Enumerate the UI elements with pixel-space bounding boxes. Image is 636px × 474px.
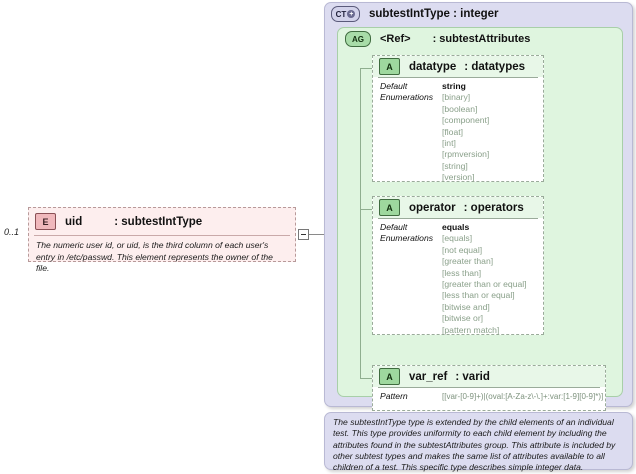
enum-value: [component] [442,115,490,126]
collapse-toggle-icon[interactable] [298,229,309,240]
facet-label-enumerations: Enumerations [380,233,434,244]
attribute-divider [378,218,538,219]
attribute-badge-icon: A [379,199,400,216]
enum-value: [string] [442,160,468,171]
complex-type-title: subtestIntType : integer [369,8,499,20]
attribute-type: : operators [463,201,524,214]
attribute-group-badge-icon: AG [345,31,371,47]
element-badge-icon: E [35,213,56,230]
element-divider [34,235,290,236]
element-documentation: The numeric user id, or uid, is the thir… [36,240,273,273]
enum-value: [binary] [442,92,471,103]
attribute-box-operator[interactable]: A operator : operators Default Enumerati… [372,196,544,335]
tree-branch-datatype [360,68,372,69]
facet-default-value: string [442,81,466,91]
enum-value: [greater than or equal] [442,279,527,290]
facet-values: string [binary] [boolean] [component] [f… [442,81,489,184]
facet-pattern-value: [[var-[0-9]+)|(oval:[A-Za-z\-\.]+:var:[1… [442,392,604,401]
element-type: : subtestIntType [114,215,203,228]
annotation-text: The subtestIntType type is extended by t… [333,417,616,473]
complex-type-badge-icon[interactable]: CT + [331,6,360,22]
attribute-header-var-ref: A var_ref : varid [373,366,605,387]
attribute-box-var-ref[interactable]: A var_ref : varid Pattern [[var-[0-9]+)|… [372,365,606,411]
enum-value: [version] [442,172,475,183]
attribute-name: datatype [409,60,457,73]
enum-value: [int] [442,138,456,149]
ct-label: CT [335,9,347,19]
enum-value: [equals] [442,233,473,244]
enum-value: [rpmversion] [442,149,490,160]
attribute-facets-operator: Default Enumerations equals [equals] [no… [373,219,543,340]
enum-value: [less than or equal] [442,290,515,301]
attribute-group-container: AG <Ref> : subtestAttributes A datatype … [337,27,623,411]
enum-value: [bitwise and] [442,301,490,312]
attribute-divider [378,77,538,78]
attribute-facets-datatype: Default Enumerations string [binary] [bo… [373,78,543,188]
facet-label-enumerations: Enumerations [380,92,434,103]
attribute-group-header: AG <Ref> : subtestAttributes [338,28,622,50]
attribute-badge-icon: A [379,368,400,385]
tree-trunk-line [360,68,361,378]
enum-value: [bitwise or] [442,313,484,324]
attribute-divider [378,387,600,388]
cardinality-label: 0..1 [4,227,20,237]
enum-value: [boolean] [442,103,478,114]
attribute-type: : varid [455,370,490,383]
enum-value: [greater than] [442,256,494,267]
element-header: E uid : subtestIntType [29,208,295,235]
complex-type-header: CT + subtestIntType : integer [325,3,632,25]
attribute-group-type: : subtestAttributes [432,33,531,45]
facet-labels: Default Enumerations [380,81,442,184]
complex-type-container: CT + subtestIntType : integer AG <Ref> :… [324,2,633,411]
enum-value: [pattern match] [442,324,500,335]
attribute-type: : datatypes [464,60,526,73]
enum-value: [float] [442,126,464,137]
element-name: uid [65,215,83,228]
connector-line [309,234,325,235]
facet-label-pattern: Pattern [380,391,408,401]
attribute-name: operator [409,201,456,214]
attribute-box-datatype[interactable]: A datatype : datatypes Default Enumerati… [372,55,544,182]
attribute-badge-icon: A [379,58,400,75]
facet-values: equals [equals] [not equal] [greater tha… [442,222,527,336]
annotation-box: The subtestIntType type is extended by t… [324,412,633,473]
enum-value: [not equal] [442,244,483,255]
attribute-header-datatype: A datatype : datatypes [373,56,543,77]
tree-branch-operator [360,209,372,210]
enum-value: [less than] [442,267,482,278]
facet-label-default: Default [380,81,408,91]
element-box-uid[interactable]: E uid : subtestIntType The numeric user … [28,207,296,273]
attribute-name: var_ref [409,370,448,383]
attribute-header-operator: A operator : operators [373,197,543,218]
facet-default-value: equals [442,222,470,232]
facet-labels: Default Enumerations [380,222,442,336]
tree-branch-varref [360,378,372,379]
attribute-group-ref: <Ref> [380,33,411,45]
facet-label-default: Default [380,222,408,232]
attribute-facets-var-ref: Pattern [[var-[0-9]+)|(oval:[A-Za-z\-\.]… [373,388,605,405]
expand-plus-icon[interactable]: + [347,10,356,18]
